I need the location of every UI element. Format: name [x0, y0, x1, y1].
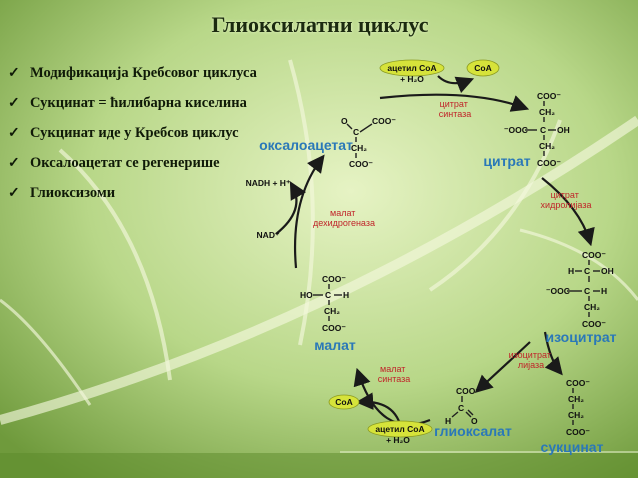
svg-text:COO⁻: COO⁻: [582, 250, 606, 260]
bullet-list: ✓Модификација Кребсовог циклуса ✓Сукцина…: [8, 58, 257, 208]
bullet-item: ✓Модификација Кребсовог циклуса: [8, 58, 257, 88]
svg-text:⁻OOC: ⁻OOC: [504, 125, 528, 135]
checkmark-icon: ✓: [8, 66, 20, 81]
svg-text:CH₂: CH₂: [584, 302, 600, 312]
svg-text:COO⁻: COO⁻: [322, 274, 346, 284]
arrow-citrate-to-isocitrate: [541, 177, 595, 247]
bullet-item: ✓Глиоксизоми: [8, 178, 257, 208]
structure-citrate: COO⁻ CH₂ ⁻OOC C OH CH₂ COO⁻: [504, 91, 570, 168]
enzyme-malate-synthase: малат синтаза: [378, 364, 411, 384]
structure-glyoxylate: COO⁻ C H O: [445, 386, 480, 426]
label-isocitrate: изоцитрат: [545, 329, 616, 345]
svg-text:C: C: [584, 266, 590, 276]
svg-text:C: C: [540, 125, 546, 135]
svg-text:CH₂: CH₂: [568, 410, 584, 420]
checkmark-icon: ✓: [8, 96, 20, 111]
svg-text:COO⁻: COO⁻: [349, 159, 373, 169]
bullet-item: ✓Сукцинат иде у Кребсов циклус: [8, 118, 257, 148]
svg-text:CH₂: CH₂: [539, 107, 555, 117]
coa-top-pill: [466, 59, 500, 77]
svg-text:COO⁻: COO⁻: [566, 427, 590, 437]
arrow-malate-to-oxaloacetate: [293, 154, 325, 269]
arrow-isocitrate-to-glyoxylate: [474, 341, 531, 393]
arrow-isocitrate-to-succinate: [543, 331, 563, 376]
label-glyoxylate: глиоксалат: [434, 423, 512, 439]
svg-text:COO⁻: COO⁻: [566, 378, 590, 388]
coa-bottom-pill: [328, 394, 360, 410]
enzyme-malate-dehydrogenase: малат дехидрогеназа: [313, 208, 375, 228]
checkmark-icon: ✓: [8, 156, 20, 171]
checkmark-icon: ✓: [8, 186, 20, 201]
structure-malate: COO⁻ HO C H CH₂ COO⁻: [300, 274, 349, 333]
acetyl-coa-top-pill: [379, 59, 445, 77]
label-oxaloacetate: оксалоацетат: [259, 137, 353, 153]
svg-text:C: C: [353, 127, 359, 137]
svg-text:OH: OH: [557, 125, 570, 135]
bullet-item: ✓Оксалоацетат се регенерише: [8, 148, 257, 178]
label-malate: малат: [314, 337, 356, 353]
nadh-label: NADH + H⁺: [246, 178, 291, 188]
svg-text:COO⁻: COO⁻: [537, 158, 561, 168]
svg-text:H: H: [568, 266, 574, 276]
svg-text:COO⁻: COO⁻: [322, 323, 346, 333]
arrow-nad-to-nadh: [275, 181, 307, 235]
nad-label: NAD⁺: [257, 230, 280, 240]
water-bottom-label: + H₂O: [386, 435, 410, 445]
slide-title: Глиоксилатни циклус: [211, 12, 429, 37]
svg-text:COO⁻: COO⁻: [582, 319, 606, 329]
checkmark-icon: ✓: [8, 126, 20, 141]
label-succinate: сукцинат: [541, 439, 604, 455]
acetyl-coa-bottom-pill: [367, 420, 433, 438]
enzyme-citrate-hydrolase: цитрат хидролијаза: [541, 190, 592, 210]
enzyme-isocitrate-lyase: изоцитрат лијаза: [509, 350, 554, 370]
svg-text:HO: HO: [300, 290, 313, 300]
svg-text:H: H: [601, 286, 607, 296]
svg-text:COO⁻: COO⁻: [537, 91, 561, 101]
water-top-label: + H₂O: [400, 74, 424, 84]
svg-text:O: O: [471, 416, 478, 426]
svg-text:CH₂: CH₂: [351, 143, 367, 153]
svg-text:COO⁻: COO⁻: [456, 386, 480, 396]
coa-bottom-label: CoA: [335, 397, 352, 407]
svg-text:CH₂: CH₂: [324, 306, 340, 316]
acetyl-coa-bottom-label: ацетил CoA: [375, 424, 424, 434]
svg-text:CH₂: CH₂: [539, 141, 555, 151]
svg-text:C: C: [584, 286, 590, 296]
svg-text:O: O: [341, 116, 348, 126]
svg-text:⁻OOC: ⁻OOC: [546, 286, 570, 296]
svg-text:CH₂: CH₂: [568, 394, 584, 404]
arrow-oxaloacetate-to-citrate: [379, 93, 530, 112]
svg-text:OH: OH: [601, 266, 614, 276]
svg-text:C: C: [458, 403, 464, 413]
svg-text:C: C: [325, 290, 331, 300]
arrow-acetyl-coa-bottom: [355, 392, 402, 425]
structure-succinate: COO⁻ CH₂ CH₂ COO⁻: [566, 378, 590, 437]
bullet-item: ✓Сукцинат = ћилибарна киселина: [8, 88, 257, 118]
acetyl-coa-top-label: ацетил CoA: [387, 63, 436, 73]
enzyme-citrate-synthase: цитрат синтаза: [439, 99, 472, 119]
label-citrate: цитрат: [483, 153, 530, 169]
svg-text:COO⁻: COO⁻: [372, 116, 396, 126]
structure-isocitrate: COO⁻ H C OH ⁻OOC C H CH₂ COO⁻: [546, 250, 614, 329]
svg-text:H: H: [445, 416, 451, 426]
arrow-acetyl-coa-top: [437, 75, 475, 94]
structure-oxaloacetate: O C COO⁻ CH₂ COO⁻: [341, 116, 396, 169]
svg-text:H: H: [343, 290, 349, 300]
coa-top-label: CoA: [474, 63, 491, 73]
